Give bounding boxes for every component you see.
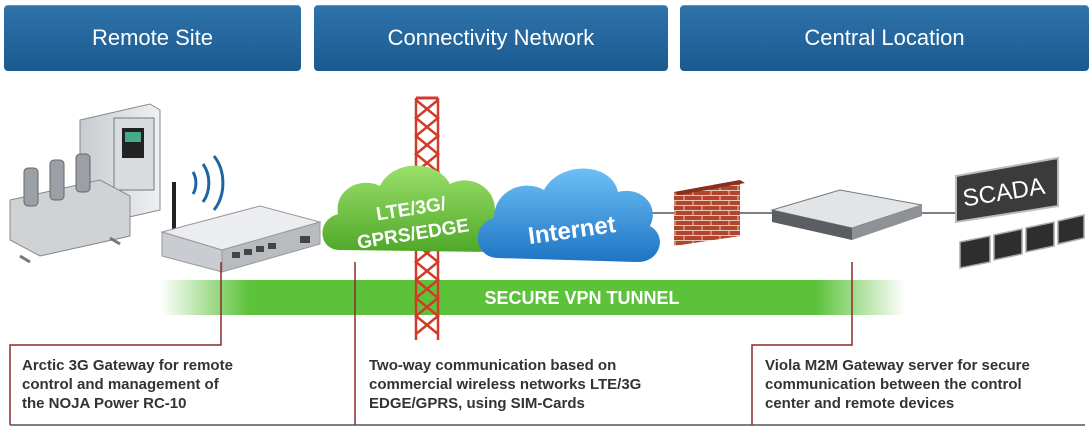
caption-line: control and management of [22,376,219,393]
caption-line: EDGE/GPRS, using SIM-Cards [369,395,585,412]
vpn-label: SECURE VPN TUNNEL [484,288,679,308]
caption-connectivity: Two-way communication based on commercia… [369,356,709,413]
wireless-signal-icon [191,155,225,211]
header-remote-site: Remote Site [4,5,301,71]
caption-line: Viola M2M Gateway server for secure [765,357,1030,374]
caption-remote-site: Arctic 3G Gateway for remote control and… [22,356,342,413]
caption-central-location: Viola M2M Gateway server for secure comm… [765,356,1085,413]
arctic-gateway-icon [160,182,322,273]
caption-line: communication between the control [765,376,1022,393]
cellular-cloud [322,165,509,252]
caption-line: Two-way communication based on [369,357,617,374]
caption-line: Arctic 3G Gateway for remote [22,357,233,374]
caption-leaders [9,262,1085,426]
internet-cloud [477,168,660,262]
caption-line: commercial wireless networks LTE/3G [369,376,642,393]
header-connectivity-network: Connectivity Network [314,5,668,71]
recloser-equipment-icon [9,103,161,264]
header-central-location: Central Location [680,5,1089,71]
m2m-server-icon [770,189,923,240]
caption-line: the NOJA Power RC-10 [22,395,187,412]
firewall-icon [674,180,745,246]
caption-line: center and remote devices [765,395,955,412]
scada-display-icon: SCADA [955,156,1085,269]
vpn-tunnel-band [160,280,905,315]
